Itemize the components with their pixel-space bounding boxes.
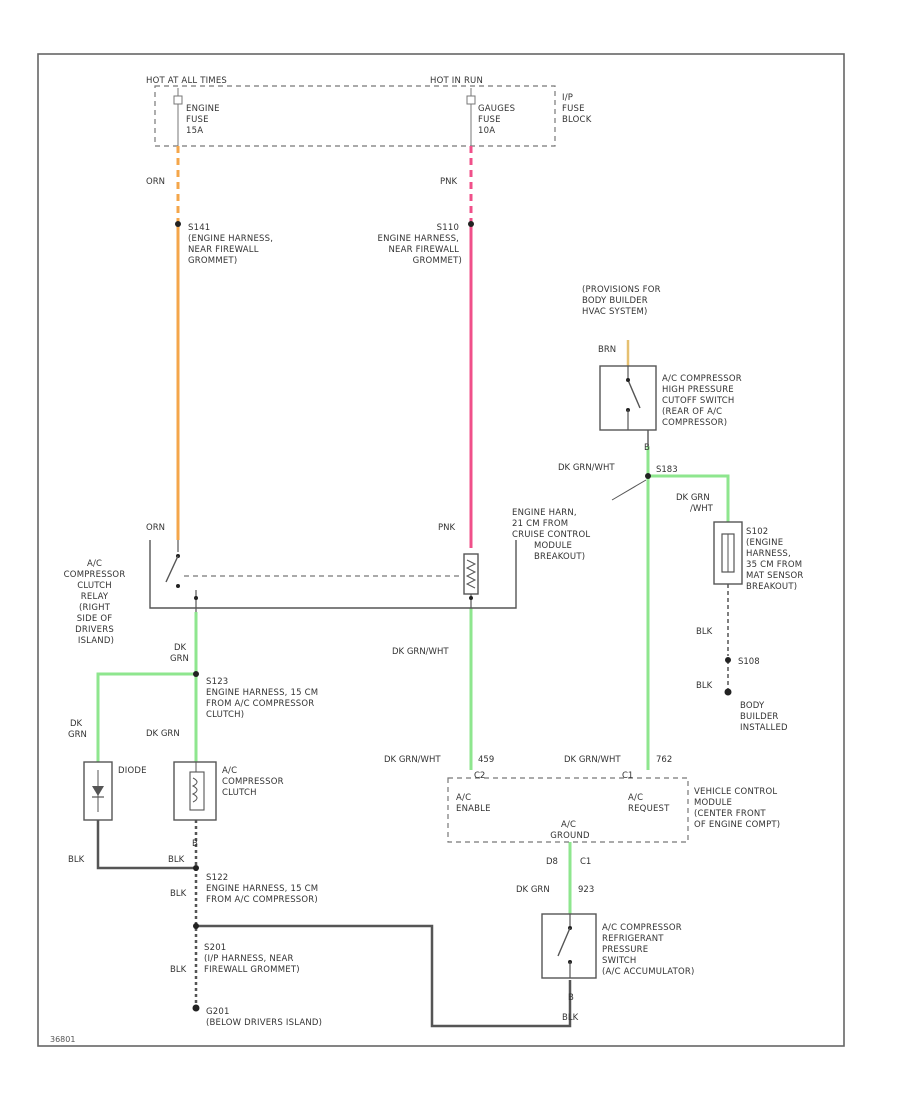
blk-s201-label: BLK	[170, 965, 187, 975]
hp-switch-pin-label: B	[644, 443, 650, 453]
hot-in-run-label: HOT IN RUN	[430, 76, 483, 86]
relay-contact-icon	[165, 555, 179, 583]
engine-harn-pointer	[611, 479, 647, 501]
pressure-switch-icon	[557, 927, 571, 957]
s183-label: S183	[656, 465, 678, 475]
c1-label: C1	[622, 771, 633, 781]
diode-label: DIODE	[118, 766, 147, 776]
s123-splice	[193, 671, 199, 677]
dk-grn-diode-label: DK GRN	[68, 719, 87, 740]
engine-harn-label: ENGINE HARN, 21 CM FROM CRUISE CONTROL M…	[512, 508, 593, 562]
blk-diode-ground-wire	[96, 820, 196, 870]
blk-clutch-label: BLK	[168, 855, 185, 865]
dk-grn-wht-vcm-left-label: DK GRN/WHT	[384, 755, 441, 765]
s102-label: S102 (ENGINE HARNESS, 35 CM FROM MAT SEN…	[746, 527, 806, 592]
gauges-fuse-label: GAUGES FUSE 10A	[478, 104, 518, 136]
body-builder-label: BODY BUILDER INSTALLED	[740, 701, 788, 733]
blk-s122-label: BLK	[170, 889, 187, 899]
s141-label: S141 (ENGINE HARNESS, NEAR FIREWALL GROM…	[188, 223, 276, 266]
figure-id-label: 36801	[50, 1035, 75, 1044]
dk-grn-wht-s102-wire	[648, 474, 730, 522]
s183-splice	[645, 473, 651, 479]
dk-grn-clutch-label: DK GRN	[146, 729, 180, 739]
wires	[96, 146, 730, 1028]
pin-923-label: 923	[578, 885, 594, 895]
g201-ground	[192, 1004, 200, 1012]
gauges-fuse-icon	[466, 88, 476, 146]
c2-label: C2	[474, 771, 485, 781]
blk-lp-label: BLK	[562, 1013, 579, 1023]
ac-ground-label: A/C GROUND	[550, 820, 590, 841]
pnk-wire-label: PNK	[440, 177, 457, 187]
s201-splice	[193, 923, 199, 929]
orn-wire-label: ORN	[146, 177, 165, 187]
relay-label: A/C COMPRESSOR CLUTCH RELAY (RIGHT SIDE …	[64, 559, 129, 646]
pnk-relay-label: PNK	[438, 523, 455, 533]
brn-wire-label: BRN	[598, 345, 616, 355]
refrigerant-pressure-switch	[541, 913, 597, 979]
s122-splice	[193, 865, 199, 871]
compressor-clutch-relay	[149, 540, 517, 612]
s110-splice	[468, 221, 474, 227]
blk-diode-label: BLK	[68, 855, 85, 865]
pin-762-label: 762	[656, 755, 672, 765]
clutch-pin-label: B	[192, 839, 198, 849]
compressor-clutch	[173, 761, 217, 821]
clutch-label: A/C COMPRESSOR CLUTCH	[222, 766, 287, 798]
clutch-coil-icon	[191, 777, 198, 803]
s122-label: S122 ENGINE HARNESS, 15 CM FROM A/C COMP…	[206, 873, 321, 905]
s110-label: S110 ENGINE HARNESS, NEAR FIREWALL GROMM…	[378, 223, 463, 266]
pressure-switch-label: A/C COMPRESSOR REFRIGERANT PRESSURE SWIT…	[602, 923, 695, 977]
dk-grn-lp-label: DK GRN	[516, 885, 550, 895]
pressure-switch-pin-label: B	[568, 993, 574, 1003]
dk-grn-wht-side-label: DK GRN /WHT	[676, 493, 714, 514]
s108-splice	[725, 657, 731, 663]
switch-contact-icon	[627, 379, 641, 409]
g201-label: G201 (BELOW DRIVERS ISLAND)	[206, 1007, 322, 1028]
vcm-request-label: A/C REQUEST	[628, 793, 670, 814]
orn-relay-label: ORN	[146, 523, 165, 533]
s108-label: S108	[738, 657, 760, 667]
provisions-label: (PROVISIONS FOR BODY BUILDER HVAC SYSTEM…	[582, 285, 664, 317]
dk-grn-wht-vert-label: DK GRN/WHT	[392, 647, 449, 657]
blk-s102-label: BLK	[696, 627, 713, 637]
blk-lp-switch-ground-wire	[196, 924, 572, 1028]
pin-d8-label: D8	[546, 857, 558, 867]
fuse-block: HOT AT ALL TIMES HOT IN RUN ENGINE FUSE …	[146, 76, 592, 147]
diode	[83, 761, 113, 821]
s102-connector	[713, 521, 743, 585]
pin-c1-label: C1	[580, 857, 591, 867]
fuse-block-label: I/P FUSE BLOCK	[562, 93, 592, 125]
pin-459-label: 459	[478, 755, 494, 765]
vcm-enable-label: A/C ENABLE	[456, 793, 491, 814]
vcm-label: VEHICLE CONTROL MODULE (CENTER FRONT OF …	[694, 787, 780, 830]
diode-icon	[92, 786, 104, 796]
high-pressure-switch-label: A/C COMPRESSOR HIGH PRESSURE CUTOFF SWIT…	[662, 374, 745, 428]
s123-label: S123 ENGINE HARNESS, 15 CM FROM A/C COMP…	[206, 677, 321, 720]
s141-splice	[175, 221, 181, 227]
engine-fuse-label: ENGINE FUSE 15A	[186, 104, 223, 136]
engine-fuse-icon	[173, 88, 183, 146]
splices	[175, 221, 732, 1012]
blk-ground-label: BLK	[696, 681, 713, 691]
high-pressure-switch	[599, 365, 657, 431]
hot-at-all-times-label: HOT AT ALL TIMES	[146, 76, 227, 86]
dk-grn-wht-vcm-right-label: DK GRN/WHT	[564, 755, 621, 765]
diagram-frame	[37, 53, 845, 1047]
dk-grn-wht-mid-label: DK GRN/WHT	[558, 463, 615, 473]
s201-label: S201 (I/P HARNESS, NEAR FIREWALL GROMMET…	[204, 943, 300, 975]
dk-grn-relay-label: DK GRN	[170, 643, 189, 664]
body-builder-ground	[724, 688, 732, 696]
dk-grn-diode-wire	[96, 672, 196, 762]
